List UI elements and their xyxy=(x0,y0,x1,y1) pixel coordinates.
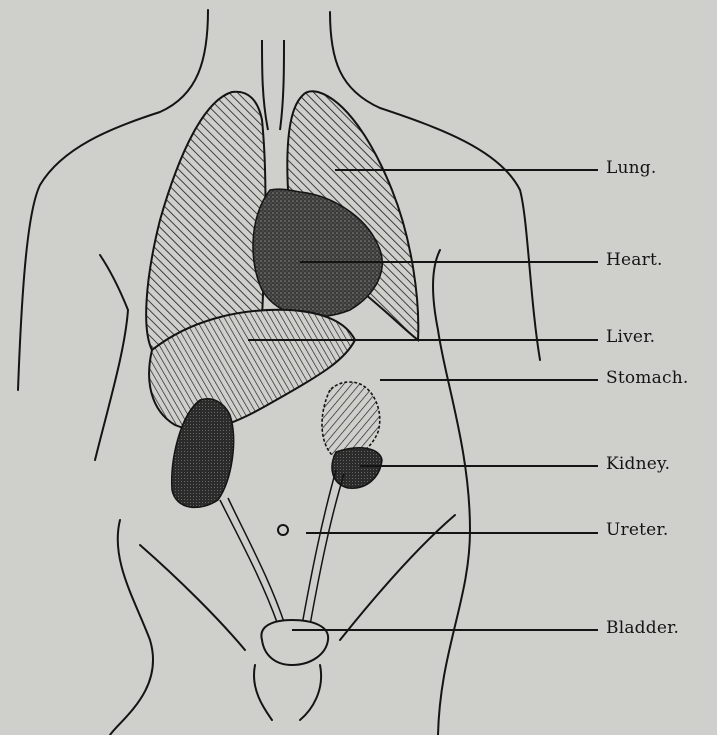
label-heart: Heart. xyxy=(606,250,663,270)
label-kidney: Kidney. xyxy=(606,454,670,474)
right-kidney xyxy=(332,448,382,488)
label-bladder: Bladder. xyxy=(606,618,679,638)
label-liver: Liver. xyxy=(606,327,655,347)
navel xyxy=(278,525,288,535)
ureters xyxy=(220,470,344,625)
stomach-organ xyxy=(322,382,380,458)
bladder-organ xyxy=(261,620,328,665)
trachea xyxy=(262,40,284,130)
label-lung: Lung. xyxy=(606,158,656,178)
label-stomach: Stomach. xyxy=(606,368,688,388)
label-ureter: Ureter. xyxy=(606,520,668,540)
